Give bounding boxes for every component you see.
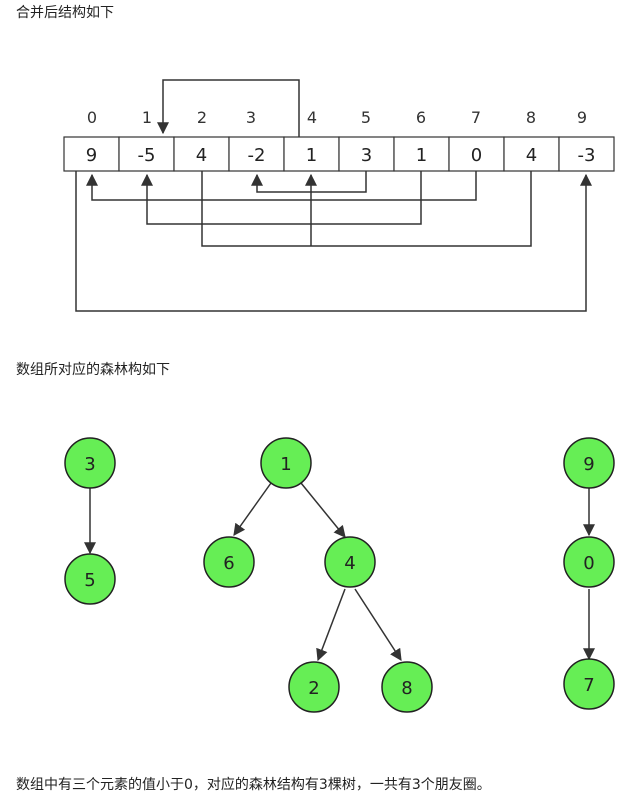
array-index: 1 — [142, 108, 152, 127]
connector-4-to-1 — [157, 79, 300, 137]
array-value: 9 — [86, 145, 97, 166]
array-cell — [448, 136, 505, 172]
tree-node — [563, 437, 615, 489]
connector-7-to-0 — [86, 171, 477, 201]
tree-node — [563, 658, 615, 710]
tree-edge — [354, 588, 402, 662]
array-value: 1 — [416, 145, 427, 166]
array-index: 3 — [246, 108, 256, 127]
tree-node-label: 6 — [223, 553, 234, 574]
forest-nodes: 3 5 1 6 4 2 8 9 0 7 — [64, 437, 615, 713]
tree-node-label: 1 — [280, 454, 291, 475]
array-index: 8 — [526, 108, 536, 127]
array-value: -3 — [578, 145, 596, 166]
array-cell — [393, 136, 450, 172]
tree-node — [64, 437, 116, 489]
tree-node-label: 7 — [583, 675, 594, 696]
caption-forest-structure: 数组所对应的森林构如下 — [16, 362, 170, 378]
tree-edge — [316, 588, 346, 662]
tree-node — [260, 437, 312, 489]
array-index: 7 — [471, 108, 481, 127]
tree-node — [563, 536, 615, 588]
tree-node — [288, 661, 340, 713]
caption-conclusion: 数组中有三个元素的值小于0，对应的森林结构有3棵树，一共有3个朋友圈。 — [16, 777, 491, 793]
array-value: 4 — [526, 145, 537, 166]
tree-node-label: 9 — [583, 454, 594, 475]
array-index-labels: 0 1 2 3 4 5 6 7 8 9 — [87, 108, 587, 127]
tree-node-label: 2 — [308, 678, 319, 699]
connector-8-to-2 — [201, 171, 532, 247]
tree-node — [203, 536, 255, 588]
array-cell — [283, 136, 340, 172]
array-index: 9 — [577, 108, 587, 127]
tree-node-label: 5 — [84, 570, 95, 591]
array-value: 0 — [471, 145, 482, 166]
array-cell — [118, 136, 175, 172]
tree-node-label: 3 — [84, 454, 95, 475]
tree-node-label: 8 — [401, 678, 412, 699]
array-cell — [558, 136, 615, 172]
tree-node — [381, 661, 433, 713]
tree-edge — [233, 482, 272, 536]
array-index: 4 — [307, 108, 317, 127]
array-values: 9 -5 4 -2 1 3 1 0 4 -3 — [86, 145, 596, 166]
array-cell — [338, 136, 395, 172]
array-value: -5 — [138, 145, 156, 166]
array-index: 2 — [197, 108, 207, 127]
caption-merged-structure: 合并后结构如下 — [16, 5, 114, 21]
forest-edges — [84, 482, 595, 662]
tree-node-label: 4 — [344, 553, 355, 574]
array-value: 1 — [306, 145, 317, 166]
array-connectors — [75, 171, 592, 312]
array-value: -2 — [248, 145, 266, 166]
array-index: 0 — [87, 108, 97, 127]
tree-edge — [300, 482, 346, 538]
array-cells — [63, 136, 615, 172]
tree-node-label: 0 — [583, 553, 594, 574]
array-cell — [503, 136, 560, 172]
connector-6-to-1 — [141, 171, 422, 225]
array-value: 3 — [361, 145, 372, 166]
connector-0-to-9 — [75, 171, 592, 312]
array-index: 5 — [361, 108, 371, 127]
array-index: 6 — [416, 108, 426, 127]
tree-node — [324, 536, 376, 588]
array-value: 4 — [196, 145, 207, 166]
tree-node — [64, 553, 116, 605]
